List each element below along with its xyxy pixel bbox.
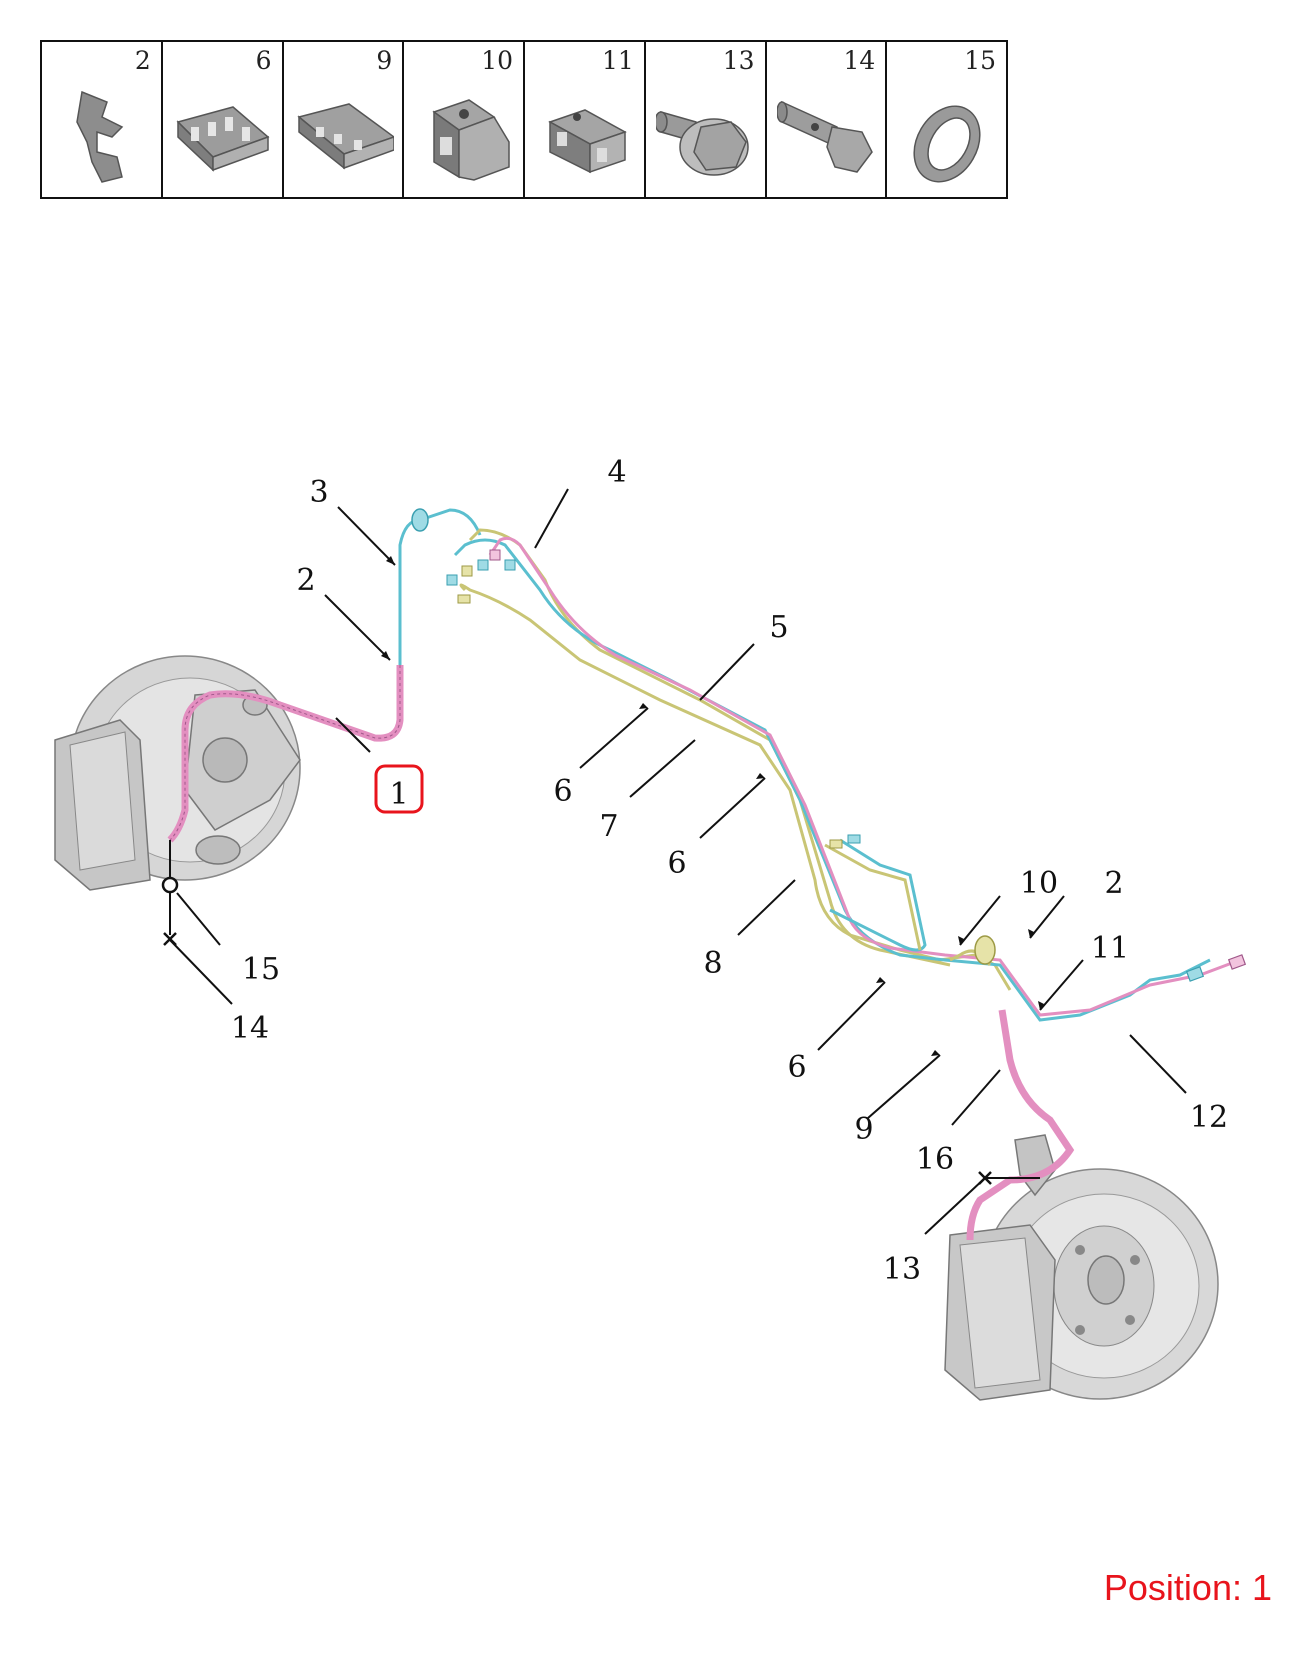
callout-6[interactable]: 6 <box>667 846 686 881</box>
top-fittings <box>446 549 861 849</box>
arrowheads <box>381 556 1044 1056</box>
part-cell-15[interactable]: 15 <box>887 42 1006 197</box>
part-cell-14[interactable]: 14 <box>767 42 888 197</box>
callout-labels: 1 2 3 4 5 6 7 6 8 6 9 16 10 2 11 12 13 1… <box>231 455 1228 1287</box>
left-fastener-symbols <box>161 840 179 946</box>
pipe-holder-6-icon <box>176 106 270 172</box>
left-wheel-assembly <box>54 655 301 891</box>
brake-pipe-3[interactable] <box>398 508 482 665</box>
washer-15-icon <box>913 105 981 183</box>
part-number: 2 <box>134 46 151 75</box>
brake-pipe-branch[interactable] <box>824 838 992 967</box>
highlight-box <box>374 764 424 814</box>
part-cell-6[interactable]: 6 <box>163 42 284 197</box>
callout-6[interactable]: 6 <box>553 774 572 809</box>
callout-10[interactable]: 10 <box>1020 866 1058 901</box>
bracket-10-icon <box>432 99 510 181</box>
part-cell-9[interactable]: 9 <box>284 42 405 197</box>
part-number: 13 <box>722 46 755 75</box>
callout-6[interactable]: 6 <box>787 1050 806 1085</box>
part-cell-11[interactable]: 11 <box>525 42 646 197</box>
part-cell-10[interactable]: 10 <box>404 42 525 197</box>
part-number: 11 <box>601 46 634 75</box>
callout-2[interactable]: 2 <box>296 563 315 598</box>
leader-lines <box>169 488 1187 1235</box>
callout-5[interactable]: 5 <box>769 610 788 645</box>
callout-16[interactable]: 16 <box>916 1142 954 1177</box>
callout-3[interactable]: 3 <box>309 475 328 510</box>
part-number: 6 <box>255 46 272 75</box>
clip-icon <box>76 90 124 183</box>
callout-15[interactable]: 15 <box>242 952 280 987</box>
callout-1[interactable]: 1 <box>389 777 408 812</box>
part-number: 10 <box>481 46 513 75</box>
brake-hose-1[interactable] <box>167 665 404 843</box>
callout-9[interactable]: 9 <box>854 1112 873 1147</box>
callout-12[interactable]: 12 <box>1190 1100 1228 1135</box>
callout-13[interactable]: 13 <box>883 1252 921 1287</box>
banjo-bolt-14-icon <box>776 100 873 173</box>
part-cell-13[interactable]: 13 <box>646 42 767 197</box>
callout-7[interactable]: 7 <box>599 809 618 844</box>
bracket-10[interactable] <box>974 935 996 965</box>
bracket-11-icon <box>548 109 627 174</box>
position-label: Position: 1 <box>1103 1567 1272 1608</box>
right-wheel-assembly <box>944 1134 1219 1401</box>
brake-pipe-12[interactable] <box>1185 954 1247 982</box>
part-number: 14 <box>843 46 876 75</box>
bolt-13-icon <box>655 111 749 176</box>
part-number: 15 <box>964 46 996 75</box>
parts-strip: 2 6 9 10 <box>40 40 1008 199</box>
brake-pipe-bundle[interactable] <box>453 528 1241 1022</box>
brake-hose-16[interactable] <box>966 1009 1075 1241</box>
callout-2[interactable]: 2 <box>1104 866 1123 901</box>
callout-4[interactable]: 4 <box>607 455 626 490</box>
part-number: 9 <box>376 46 393 75</box>
callout-11[interactable]: 11 <box>1091 931 1129 966</box>
pipe-holder-9-icon <box>296 103 394 170</box>
part-cell-2[interactable]: 2 <box>42 42 163 197</box>
callout-14[interactable]: 14 <box>231 1011 269 1046</box>
right-fastener-symbols <box>978 1171 1040 1185</box>
callout-8[interactable]: 8 <box>703 946 722 981</box>
